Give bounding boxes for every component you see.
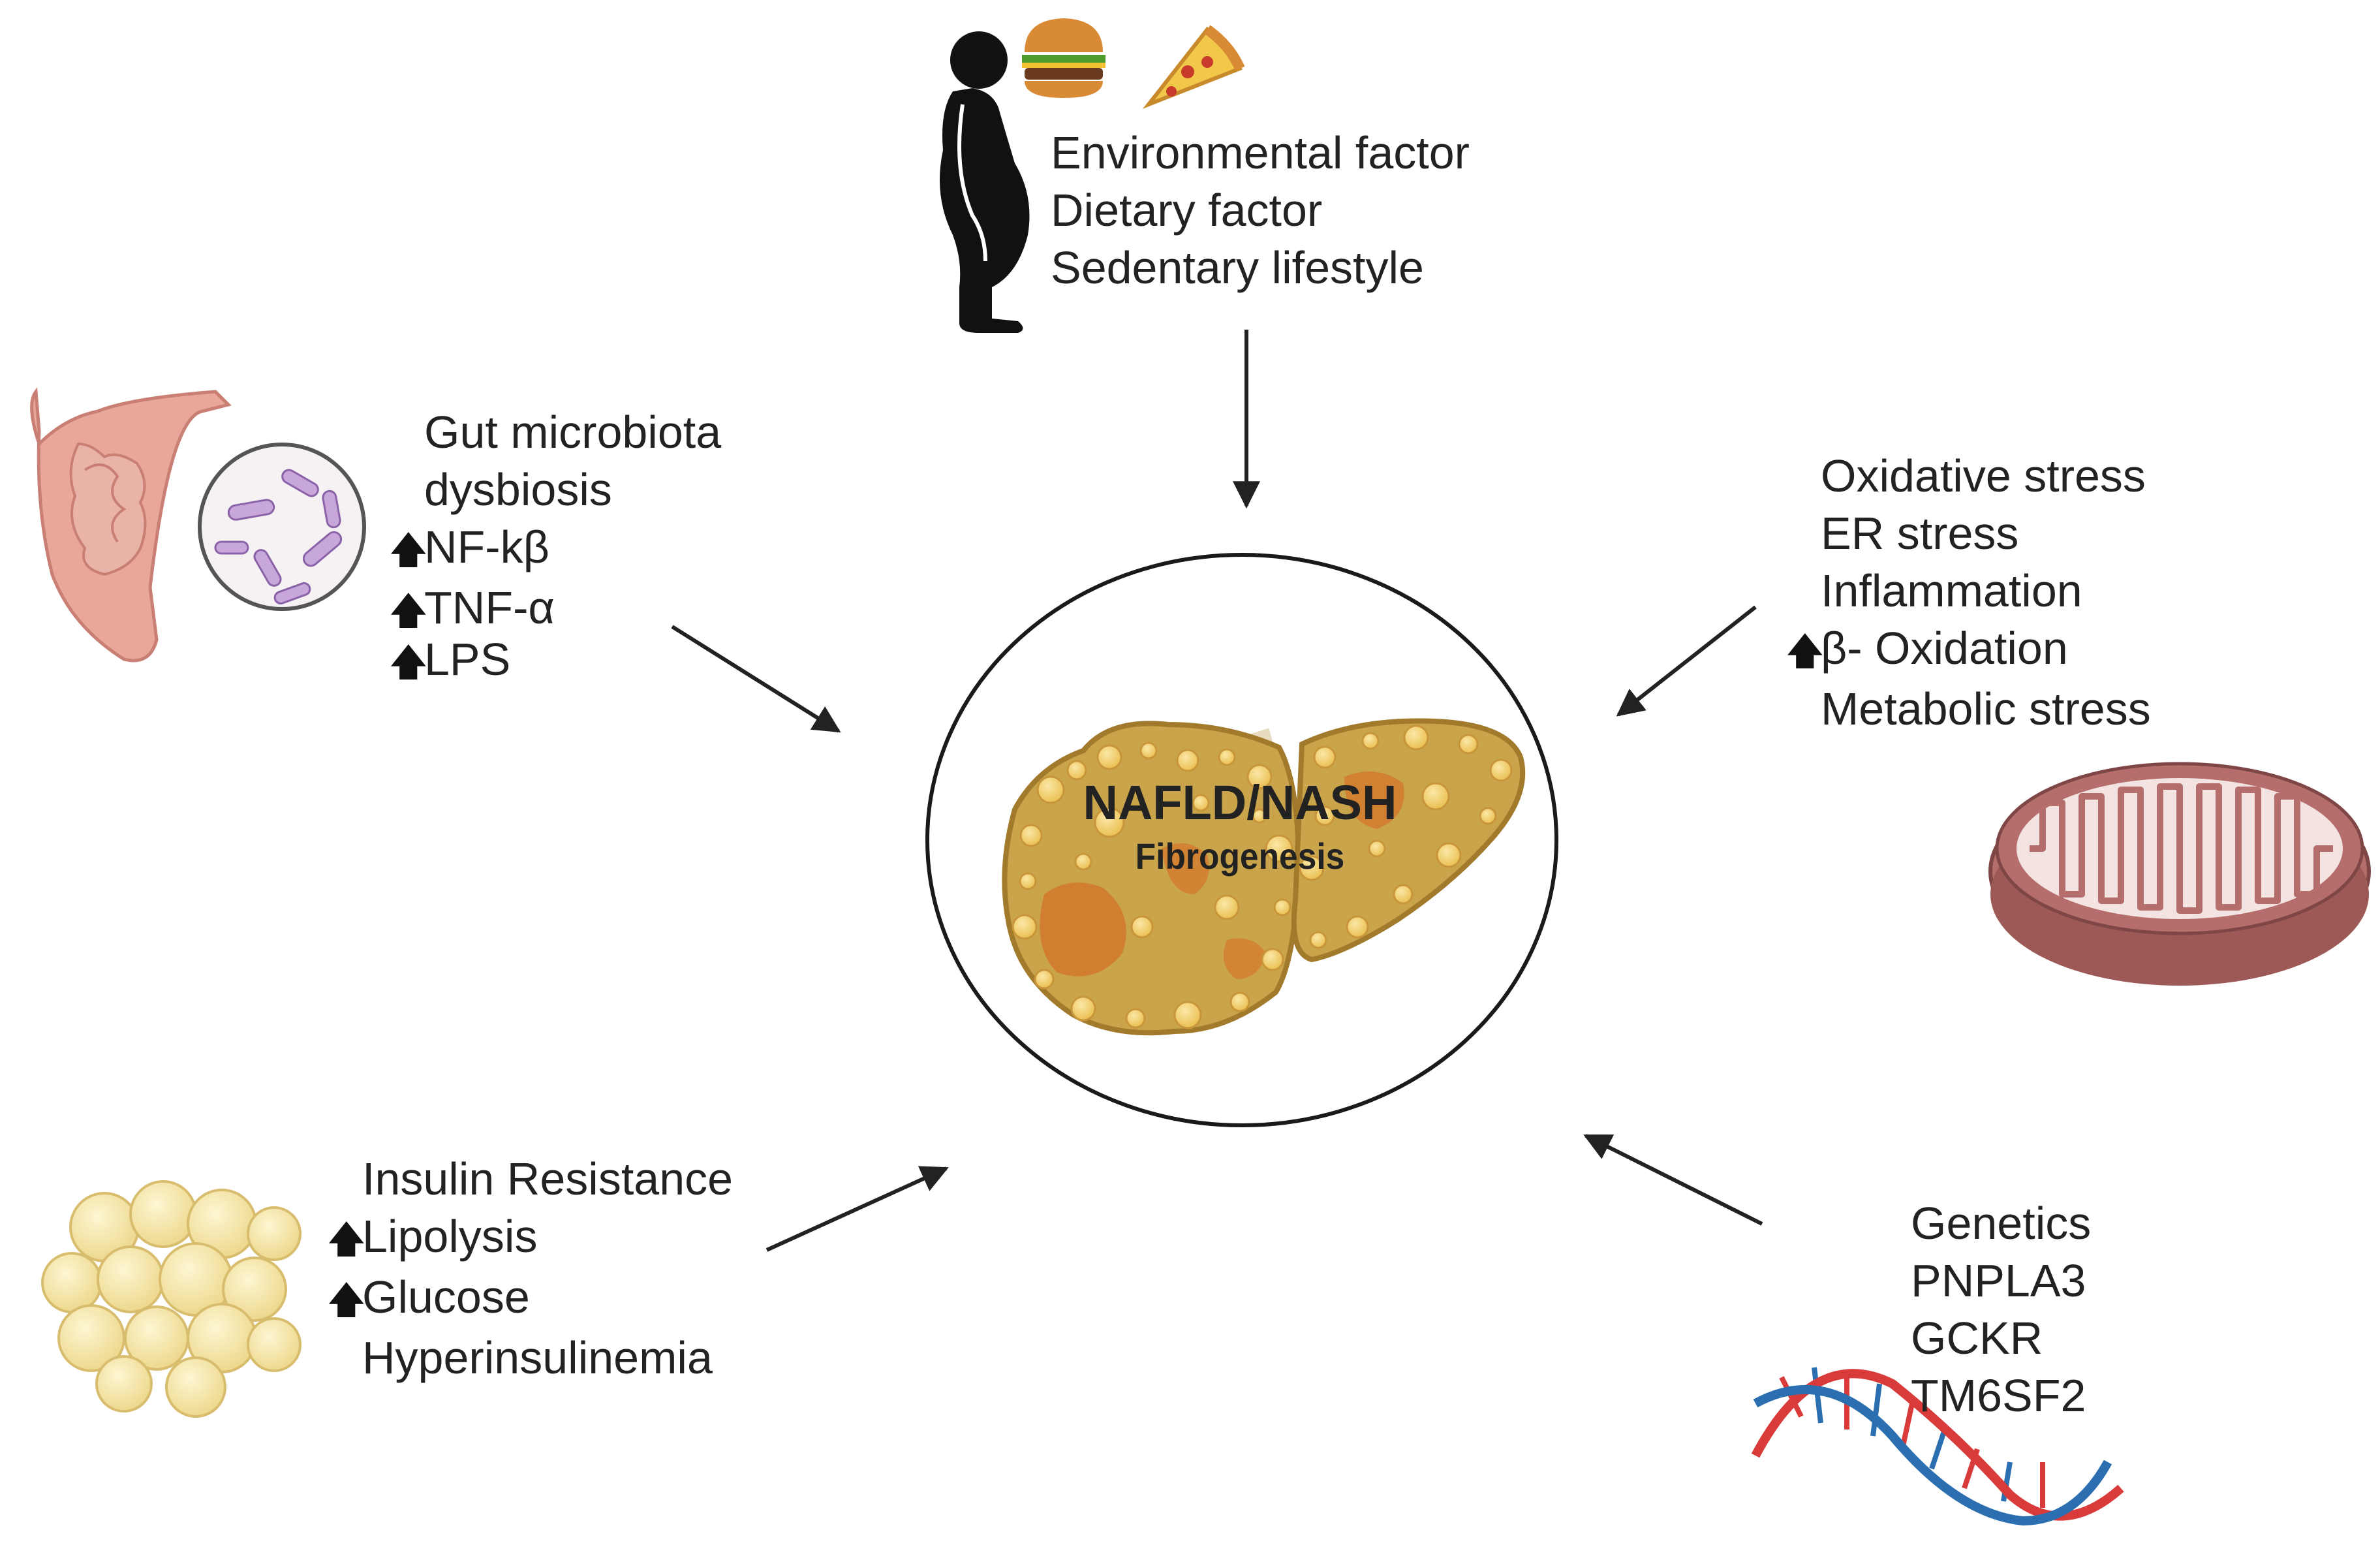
bacteria-cells bbox=[214, 469, 343, 604]
center-liver-group bbox=[925, 553, 1558, 1127]
mito-factors: Oxidative stress ER stress Inflammation … bbox=[1785, 447, 2151, 738]
gut-line-up: 🡅NF-kβ bbox=[389, 518, 721, 579]
adipose-factors: Insulin Resistance 🡅Lipolysis 🡅Glucose H… bbox=[327, 1150, 734, 1386]
adipose-line: Insulin Resistance bbox=[362, 1153, 734, 1204]
arrow-genetics-to-liver bbox=[1583, 1134, 1763, 1226]
up-arrow-icon: 🡅 bbox=[327, 1279, 366, 1321]
arrow-mito-to-liver bbox=[1616, 605, 1757, 717]
genetic-factors: Genetics PNPLA3 GCKR TM6SF2 bbox=[1911, 1195, 2091, 1424]
center-label: NAFLD/NASH Fibrogenesis bbox=[1044, 773, 1436, 881]
obese-person-icon bbox=[940, 31, 1030, 333]
bacteria-lens bbox=[198, 443, 366, 611]
burger-icon bbox=[1022, 18, 1105, 98]
center-subtitle: Fibrogenesis bbox=[1135, 836, 1345, 877]
dna-helix-icon bbox=[1751, 1367, 2124, 1526]
gut-line: dysbiosis bbox=[424, 464, 612, 515]
up-arrow-icon: 🡅 bbox=[1785, 630, 1825, 672]
genetics-line: PNPLA3 bbox=[1911, 1255, 2086, 1306]
genetics-line: Genetics bbox=[1911, 1198, 2092, 1249]
mito-line: Oxidative stress bbox=[1821, 450, 2146, 501]
adipose-line: Hyperinsulinemia bbox=[362, 1332, 713, 1383]
lifestyle-illustration bbox=[940, 18, 1245, 333]
up-arrow-icon: 🡅 bbox=[389, 589, 428, 632]
fibrosis-patch bbox=[1040, 883, 1126, 976]
gut-line-up: 🡅LPS bbox=[389, 631, 721, 691]
mito-line: Inflammation bbox=[1821, 565, 2082, 616]
gut-line-up: 🡅TNF-α bbox=[389, 579, 721, 640]
mitochondrion-illustration bbox=[1988, 762, 2371, 986]
center-title: NAFLD/NASH bbox=[1083, 775, 1397, 830]
mito-cristae bbox=[2030, 783, 2333, 914]
fibrosis-patch bbox=[1224, 938, 1266, 979]
mito-line: Metabolic stress bbox=[1821, 683, 2151, 734]
up-arrow-icon: 🡅 bbox=[389, 641, 428, 683]
obese-person-outline bbox=[957, 104, 987, 262]
adipose-line-up: 🡅Lipolysis bbox=[327, 1208, 733, 1268]
genetics-line: GCKR bbox=[1911, 1313, 2043, 1364]
up-arrow-icon: 🡅 bbox=[389, 529, 428, 571]
up-arrow-icon: 🡅 bbox=[327, 1218, 366, 1260]
lifestyle-factors: Environmental factor Dietary factor Sede… bbox=[1051, 124, 1470, 296]
fat-droplets bbox=[1012, 725, 1513, 1029]
lifestyle-line: Sedentary lifestyle bbox=[1051, 242, 1424, 293]
lifestyle-line: Dietary factor bbox=[1051, 185, 1323, 236]
gut-coils bbox=[84, 463, 127, 543]
arrow-gut-to-liver bbox=[671, 625, 841, 733]
arrow-adipose-to-liver bbox=[765, 1166, 949, 1252]
center-circle bbox=[925, 553, 1558, 1127]
mito-line-up: 🡅β- Oxidation bbox=[1785, 619, 2151, 680]
adipose-line-up: 🡅Glucose bbox=[327, 1268, 733, 1329]
lifestyle-line: Environmental factor bbox=[1051, 127, 1470, 178]
adipocyte-cluster bbox=[41, 1180, 301, 1418]
small-intestine bbox=[69, 442, 147, 576]
mito-line: ER stress bbox=[1821, 508, 2019, 559]
gut-illustration bbox=[30, 387, 366, 663]
gut-factors: Gut microbiota dysbiosis 🡅NF-kβ 🡅TNF-α 🡅… bbox=[389, 403, 722, 691]
pizza-icon bbox=[1142, 25, 1245, 109]
arrows bbox=[671, 330, 1763, 1252]
genetics-line: TM6SF2 bbox=[1911, 1370, 2086, 1421]
fibrosis-patch bbox=[1344, 772, 1404, 829]
fibrosis-patch bbox=[1162, 843, 1209, 894]
gut-line: Gut microbiota bbox=[424, 407, 722, 458]
